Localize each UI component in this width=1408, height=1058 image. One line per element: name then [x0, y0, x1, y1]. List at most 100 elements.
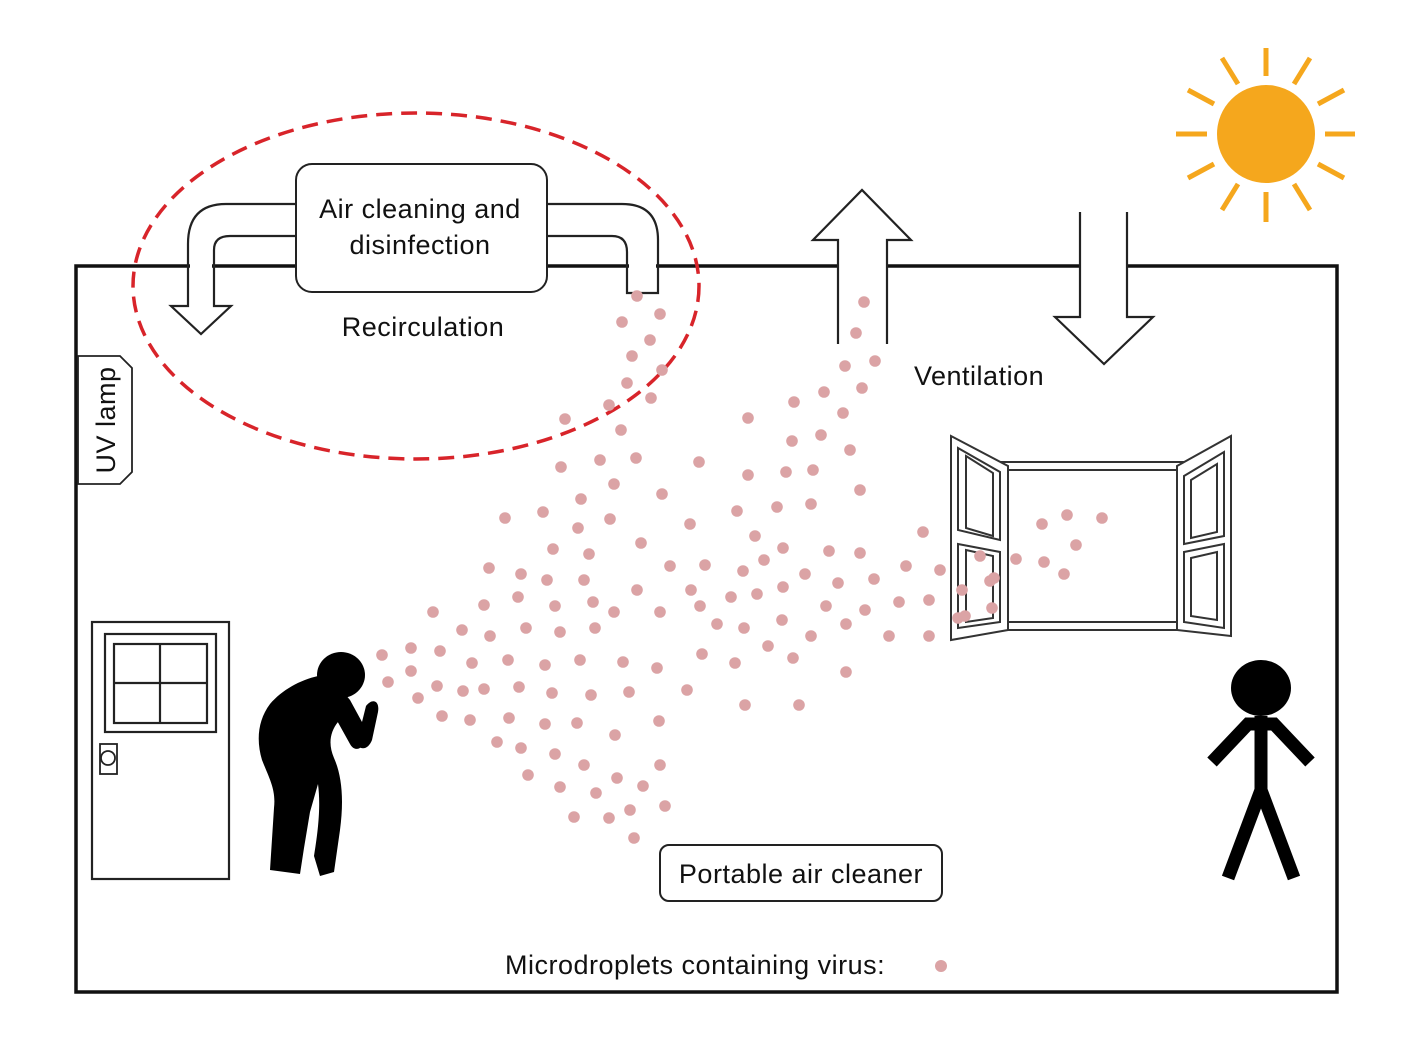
ventilation-outflow-arrow — [810, 188, 914, 344]
droplet-icon — [583, 548, 595, 560]
droplet-icon — [1036, 518, 1048, 530]
portable-air-cleaner-label: Portable air cleaner — [679, 859, 923, 889]
droplet-icon — [478, 599, 490, 611]
droplet-icon — [617, 656, 629, 668]
droplet-icon — [883, 630, 895, 642]
droplet-icon — [628, 832, 640, 844]
droplet-icon — [637, 780, 649, 792]
droplet-icon — [840, 666, 852, 678]
droplet-icon — [749, 530, 761, 542]
droplet-icon — [621, 377, 633, 389]
droplet-icon — [405, 665, 417, 677]
droplet-icon — [645, 392, 657, 404]
droplet-icon — [464, 714, 476, 726]
uv-lamp: UV lamp — [77, 355, 133, 485]
droplet-icon — [651, 662, 663, 674]
droplet-icon — [608, 606, 620, 618]
droplet-icon — [537, 506, 549, 518]
droplet-icon — [952, 612, 964, 624]
droplet-icon — [604, 513, 616, 525]
droplet-icon — [974, 550, 986, 562]
droplet-icon — [923, 594, 935, 606]
droplet-icon — [684, 518, 696, 530]
droplet-icon — [856, 382, 868, 394]
droplet-icon — [776, 614, 788, 626]
droplet-icon — [771, 501, 783, 513]
droplet-icon — [805, 630, 817, 642]
droplet-icon — [653, 715, 665, 727]
droplet-icon — [868, 573, 880, 585]
droplet-icon — [587, 596, 599, 608]
droplet-icon — [603, 812, 615, 824]
droplet-icon — [777, 542, 789, 554]
droplet-icon — [654, 759, 666, 771]
droplet-icon — [1010, 553, 1022, 565]
recirculation-zone — [131, 111, 701, 461]
droplet-icon — [742, 412, 754, 424]
droplet-icon — [630, 452, 642, 464]
air-cleaning-label-line2: disinfection — [349, 230, 490, 260]
droplet-icon — [854, 484, 866, 496]
droplet-icon — [575, 493, 587, 505]
sun-icon — [1176, 48, 1355, 222]
droplet-cloud — [376, 290, 1108, 844]
droplet-icon — [594, 454, 606, 466]
droplet-icon — [956, 584, 968, 596]
droplet-icon — [568, 811, 580, 823]
droplet-icon — [515, 742, 527, 754]
droplet-icon — [859, 604, 871, 616]
droplet-icon — [858, 296, 870, 308]
droplet-icon — [823, 545, 835, 557]
droplet-icon — [478, 683, 490, 695]
droplet-icon — [1070, 539, 1082, 551]
droplet-icon — [502, 654, 514, 666]
droplet-icon — [382, 676, 394, 688]
droplet-icon — [696, 648, 708, 660]
droplet-icon — [654, 308, 666, 320]
droplet-icon — [893, 596, 905, 608]
droplet-icon — [574, 654, 586, 666]
droplet-icon — [571, 717, 583, 729]
droplet-icon — [376, 649, 388, 661]
droplet-icon — [711, 618, 723, 630]
droplet-icon — [631, 584, 643, 596]
droplet-icon — [457, 685, 469, 697]
droplet-icon — [738, 622, 750, 634]
droplet-icon — [603, 399, 615, 411]
droplet-icon — [1038, 556, 1050, 568]
droplet-icon — [554, 781, 566, 793]
droplet-icon — [758, 554, 770, 566]
droplet-icon — [541, 574, 553, 586]
droplet-icon — [549, 600, 561, 612]
droplet-icon — [589, 622, 601, 634]
droplet-icon — [737, 565, 749, 577]
air-cleaning-box — [295, 163, 548, 293]
droplet-icon — [623, 686, 635, 698]
droplet-icon — [412, 692, 424, 704]
droplet-icon — [539, 659, 551, 671]
portable-air-cleaner-box — [659, 844, 943, 902]
droplet-icon — [615, 424, 627, 436]
droplet-icon — [572, 522, 584, 534]
standing-person-icon — [1207, 660, 1315, 881]
recirculation-label: Recirculation — [342, 312, 505, 342]
droplet-icon — [554, 626, 566, 638]
droplet-icon — [608, 478, 620, 490]
droplet-icon — [513, 681, 525, 693]
droplet-icon — [805, 498, 817, 510]
droplet-icon — [546, 687, 558, 699]
droplet-icon — [659, 800, 671, 812]
droplet-icon — [555, 461, 567, 473]
droplet-icon — [818, 386, 830, 398]
air-cleaning-label-line1: Air cleaning and — [319, 194, 521, 224]
droplet-icon — [611, 772, 623, 784]
droplet-icon — [456, 624, 468, 636]
droplet-icon — [725, 591, 737, 603]
droplet-icon — [626, 350, 638, 362]
droplet-icon — [807, 464, 819, 476]
droplet-icon — [405, 642, 417, 654]
uv-lamp-label: UV lamp — [91, 366, 121, 473]
coughing-person-icon — [258, 652, 379, 876]
droplet-icon — [793, 699, 805, 711]
